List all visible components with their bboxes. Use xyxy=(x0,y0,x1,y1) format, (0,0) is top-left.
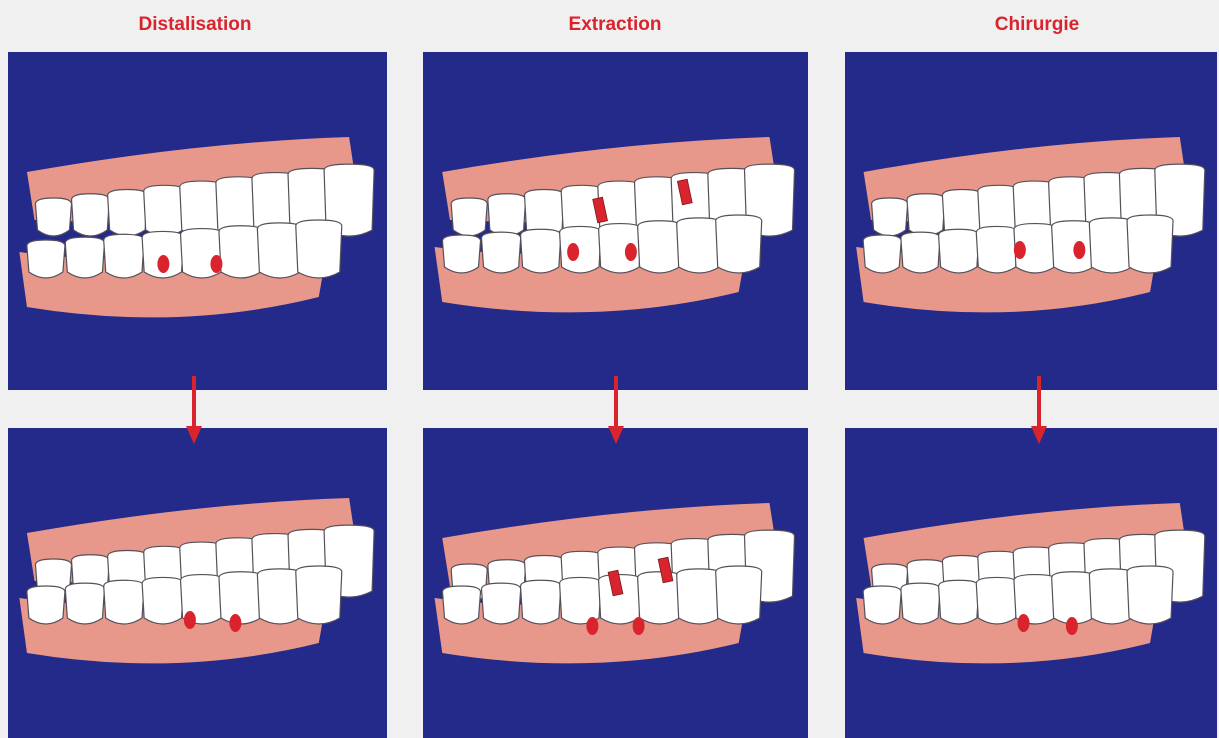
dental-arch-illustration xyxy=(423,428,808,738)
dental-arch-illustration xyxy=(8,428,387,738)
aligner-attachment xyxy=(229,614,241,632)
dental-arch-illustration xyxy=(8,52,387,390)
upper-tooth xyxy=(451,198,487,236)
lower-tooth xyxy=(901,232,940,273)
panel-extraction-after xyxy=(423,428,808,738)
lower-tooth xyxy=(65,237,104,278)
panel-extraction-before xyxy=(423,52,808,390)
lower-tooth xyxy=(716,215,762,273)
lower-tooth xyxy=(482,583,521,624)
down-arrow-icon xyxy=(184,376,204,446)
lower-tooth xyxy=(142,577,183,624)
lower-tooth xyxy=(638,221,682,273)
lower-tooth xyxy=(27,240,65,278)
down-arrow-icon xyxy=(606,376,626,446)
lower-tooth xyxy=(863,586,901,624)
lower-tooth xyxy=(1127,215,1173,273)
panel-distalisation-before xyxy=(8,52,387,390)
title-extraction: Extraction xyxy=(450,14,780,36)
lower-tooth xyxy=(560,577,601,624)
panel-chirurgie-before xyxy=(845,52,1217,390)
panel-distalisation-after xyxy=(8,428,387,738)
upper-tooth xyxy=(144,185,185,236)
lower-tooth xyxy=(976,226,1017,273)
dental-arch-illustration xyxy=(423,52,808,390)
upper-tooth xyxy=(35,198,71,236)
aligner-attachment xyxy=(633,617,645,635)
title-chirurgie: Chirurgie xyxy=(872,14,1202,36)
aligner-attachment xyxy=(1014,241,1026,259)
aligner-attachment xyxy=(184,611,196,629)
aligner-attachment xyxy=(625,243,637,261)
lower-tooth xyxy=(976,577,1017,624)
lower-tooth xyxy=(104,580,144,624)
lower-tooth xyxy=(443,586,481,624)
upper-tooth xyxy=(72,194,110,236)
lower-tooth xyxy=(1052,572,1096,624)
aligner-attachment xyxy=(210,255,222,273)
down-arrow-icon xyxy=(1029,376,1049,446)
upper-tooth xyxy=(872,198,908,236)
upper-tooth xyxy=(108,190,147,237)
lower-tooth xyxy=(1052,221,1096,273)
aligner-attachment xyxy=(586,617,598,635)
lower-tooth xyxy=(716,566,762,624)
lower-tooth xyxy=(443,235,481,273)
title-distalisation: Distalisation xyxy=(30,14,360,36)
lower-tooth xyxy=(677,218,722,273)
lower-tooth xyxy=(219,572,263,624)
lower-tooth xyxy=(65,583,104,624)
upper-tooth xyxy=(907,194,945,236)
lower-tooth xyxy=(27,586,65,624)
aligner-attachment xyxy=(1073,241,1085,259)
upper-tooth xyxy=(488,194,526,236)
lower-tooth xyxy=(560,226,601,273)
lower-tooth xyxy=(939,229,979,273)
aligner-attachment xyxy=(567,243,579,261)
aligner-attachment xyxy=(1066,617,1078,635)
lower-tooth xyxy=(863,235,901,273)
panel-chirurgie-after xyxy=(845,428,1217,738)
lower-tooth xyxy=(677,569,722,624)
lower-tooth xyxy=(1127,566,1173,624)
aligner-attachment xyxy=(1018,614,1030,632)
lower-tooth xyxy=(482,232,521,273)
dental-arch-illustration xyxy=(845,428,1217,738)
lower-tooth xyxy=(901,583,940,624)
lower-tooth xyxy=(521,229,561,273)
lower-tooth xyxy=(638,572,682,624)
lower-tooth xyxy=(104,234,144,278)
dental-arch-illustration xyxy=(845,52,1217,390)
lower-tooth xyxy=(219,226,263,278)
lower-tooth xyxy=(296,566,342,624)
lower-tooth xyxy=(939,580,979,624)
aligner-attachment xyxy=(157,255,169,273)
lower-tooth xyxy=(296,220,342,278)
lower-tooth xyxy=(521,580,561,624)
